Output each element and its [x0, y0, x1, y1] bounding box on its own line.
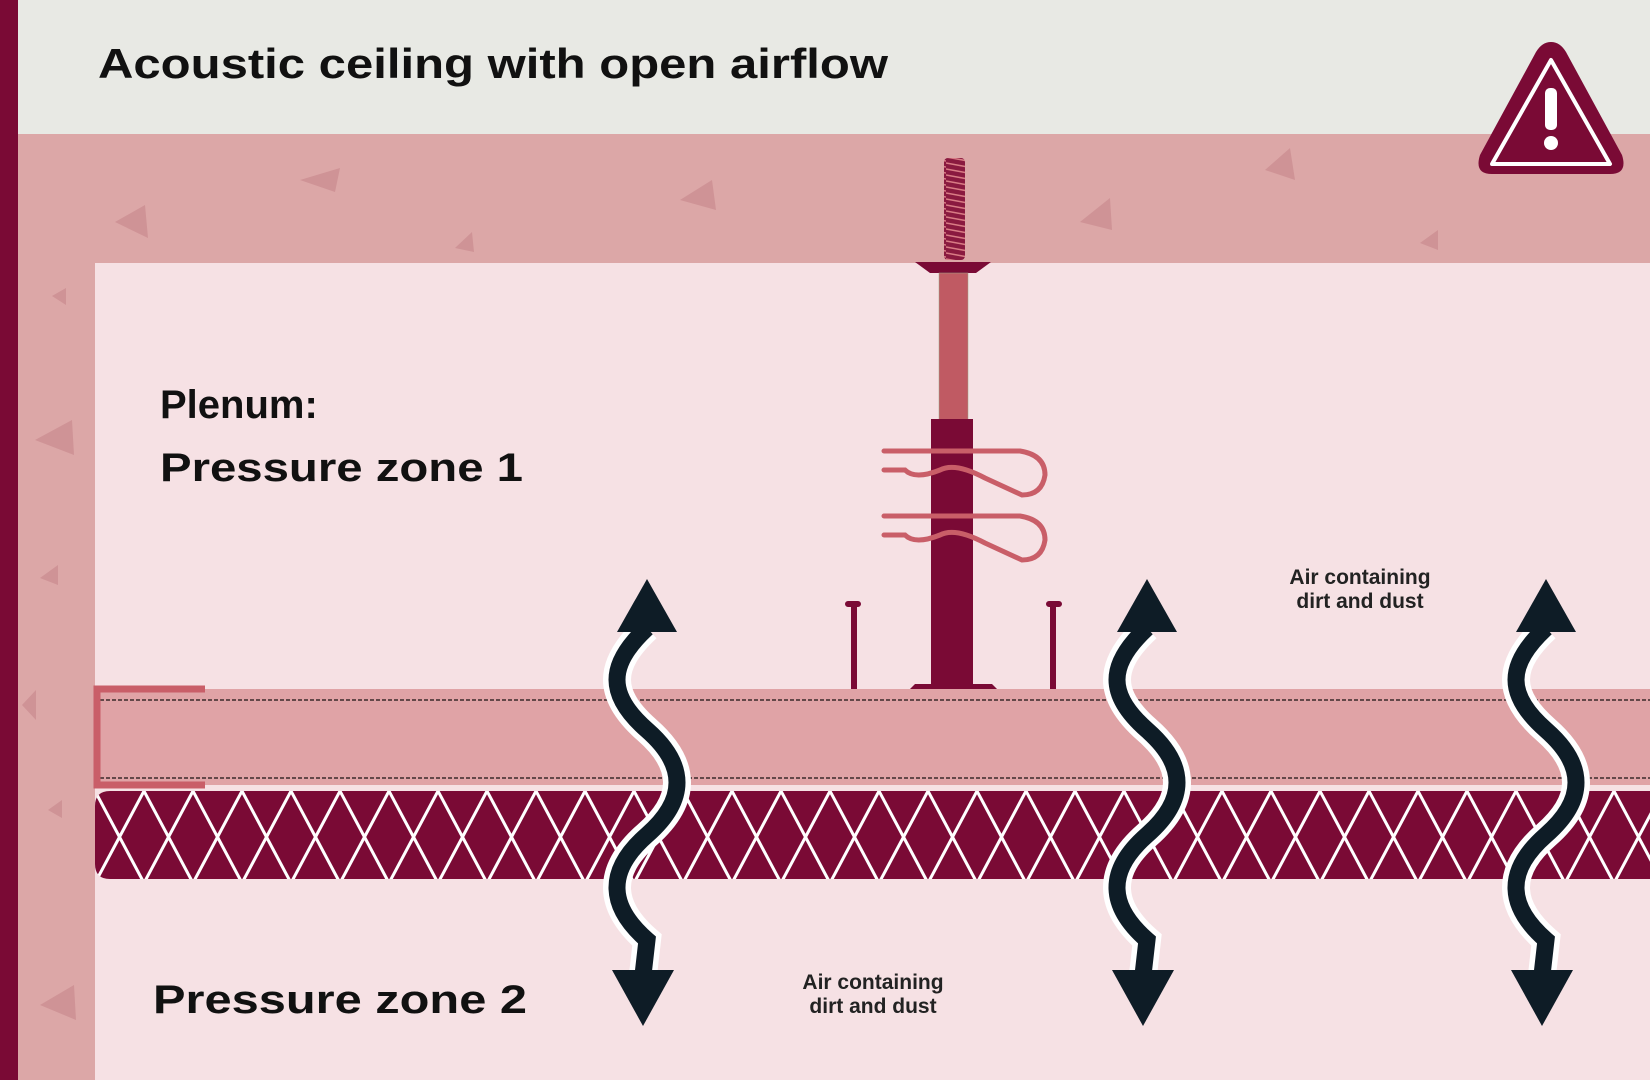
insulation-layer — [95, 791, 1650, 879]
hanger-rod — [938, 272, 969, 422]
arrowhead-down-icon — [1511, 970, 1573, 1026]
ceiling-tile — [95, 689, 1650, 785]
warning-triangle-icon — [1478, 42, 1624, 174]
airflow-wave — [608, 621, 686, 976]
arrowhead-up-icon — [1117, 579, 1177, 632]
arrowhead-down-icon — [612, 970, 674, 1026]
left-accent-bar — [0, 0, 18, 1080]
header-band — [0, 0, 1650, 134]
concrete-wall — [18, 134, 95, 1080]
airflow-arrow — [603, 579, 691, 1026]
airflow-arrow — [1502, 579, 1590, 1026]
plenum-label: Plenum: — [160, 383, 318, 427]
anchor-flange — [915, 262, 991, 273]
air-dust-label-upper-line1: Air containing — [1289, 566, 1430, 589]
airflow-arrow — [1103, 579, 1191, 1026]
concrete-aggregate — [22, 148, 1438, 1020]
concrete-slab — [18, 134, 1650, 263]
diagram-title: Acoustic ceiling with open airflow — [98, 40, 888, 87]
wall-angle-bracket — [93, 685, 205, 789]
air-dust-label-lower-line2: dirt and dust — [809, 995, 936, 1018]
airflow-wave — [1108, 621, 1186, 976]
air-dust-label-lower-line1: Air containing — [802, 971, 943, 994]
spring-clips — [881, 448, 1048, 563]
airflow-arrows — [603, 579, 1590, 1026]
air-dust-label-upper-line2: dirt and dust — [1296, 590, 1423, 613]
pressure-zone-2-label: Pressure zone 2 — [153, 978, 527, 1022]
airflow-wave — [1507, 621, 1585, 976]
pressure-zone-1-label: Pressure zone 1 — [160, 446, 523, 490]
arrowhead-down-icon — [1112, 970, 1174, 1026]
hanger-tube — [931, 419, 973, 691]
arrowhead-up-icon — [617, 579, 677, 632]
arrowhead-up-icon — [1516, 579, 1576, 632]
threaded-rod — [944, 158, 965, 260]
